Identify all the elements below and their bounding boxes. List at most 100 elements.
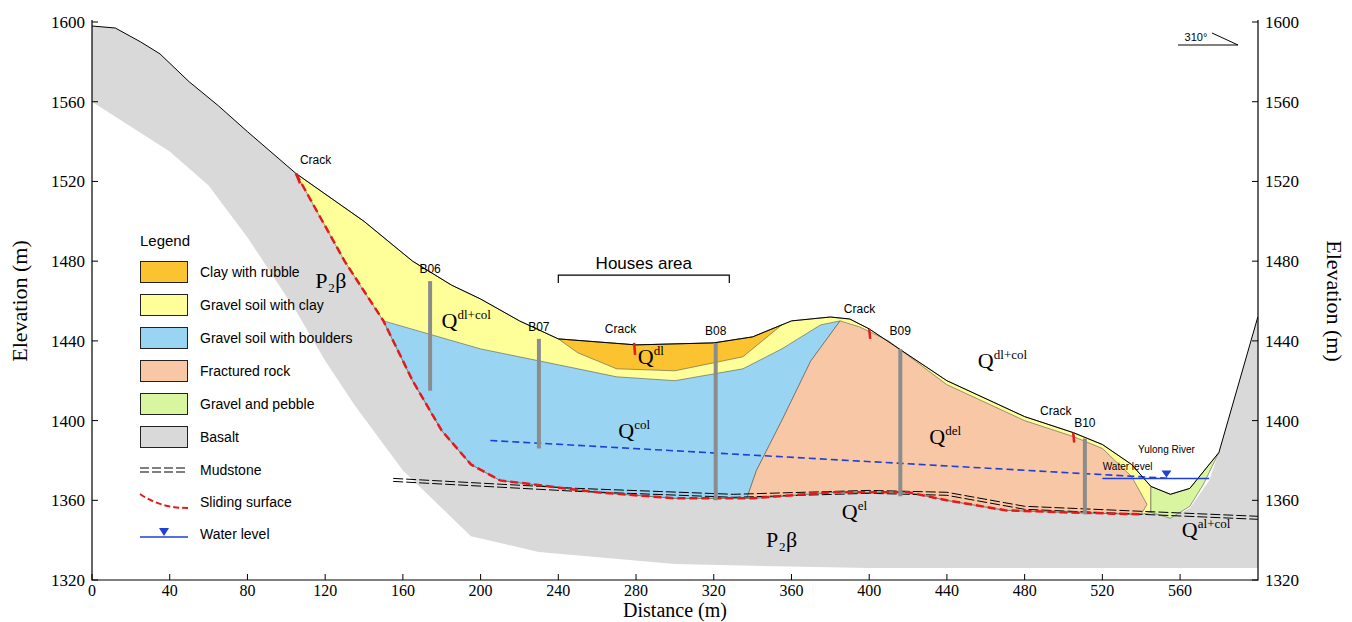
axis-value: 1520 <box>1265 173 1299 190</box>
axis-tick <box>92 574 93 580</box>
basalt <box>92 26 1258 568</box>
axis-value: 240 <box>546 583 570 599</box>
legend-sample <box>140 468 188 472</box>
unit-index: dl+col <box>994 347 1027 360</box>
axis-value: 1320 <box>51 572 85 589</box>
axis-tick <box>325 574 326 580</box>
legend-text: Gravel soil with clay <box>200 298 324 312</box>
axis-value: 120 <box>313 583 337 599</box>
azimuth-label: 310° <box>1185 32 1208 43</box>
gravel-soil-clay <box>296 174 1151 515</box>
axis-value: 1600 <box>51 14 85 31</box>
water-level-marker <box>1161 470 1171 477</box>
crack-mark <box>1073 433 1074 443</box>
axis-value: 1360 <box>1265 492 1299 509</box>
legend-sample <box>140 494 188 508</box>
crack-label: Crack <box>1040 405 1071 417</box>
borehole-label: B10 <box>1074 417 1095 429</box>
axis-tick <box>558 574 559 580</box>
crack-label: Crack <box>300 154 331 166</box>
legend-text: Fractured rock <box>200 364 290 378</box>
legend-text: Clay with rubble <box>200 265 300 279</box>
axis-tick <box>636 574 637 580</box>
unit-index: dl <box>654 343 664 356</box>
mudstone-line <box>393 481 1258 519</box>
unit-symbol: P <box>766 529 778 551</box>
legend-text: Gravel soil with boulders <box>200 331 353 345</box>
axis-value: 1320 <box>1265 572 1299 589</box>
borehole <box>537 339 541 449</box>
legend-text: Gravel and pebble <box>200 397 314 411</box>
axis-tick <box>92 22 1258 23</box>
unit-symbol: β <box>335 270 346 292</box>
legend-text: Sliding surface <box>200 495 292 509</box>
borehole-label: B08 <box>705 325 726 337</box>
legend-heading: Legend <box>140 233 190 248</box>
water-table <box>490 441 1170 479</box>
axis-tick <box>1102 574 1103 580</box>
axis-value: 280 <box>624 583 648 599</box>
axis-value: 1400 <box>1265 412 1299 429</box>
borehole-label: B07 <box>528 321 549 333</box>
axis-value: 1480 <box>51 253 85 270</box>
borehole <box>428 281 432 391</box>
axis-title: Elevation (m) <box>9 240 31 362</box>
water-level-line <box>1102 478 1209 480</box>
axis-title: Elevation (m) <box>1323 240 1345 362</box>
borehole-label: B09 <box>890 325 911 337</box>
legend-text: Water level <box>200 527 270 541</box>
axis-value: 1520 <box>51 173 85 190</box>
axis-value: 400 <box>857 583 881 599</box>
axis-value: 80 <box>239 583 255 599</box>
axis-value: 1440 <box>1265 332 1299 349</box>
legend-swatch <box>140 393 188 415</box>
houses-bracket <box>558 275 729 283</box>
axis-value: 1440 <box>51 332 85 349</box>
unit-index: dl+col <box>458 307 491 320</box>
legend-text: Basalt <box>200 430 239 444</box>
legend-sliding <box>140 494 188 508</box>
crack-mark <box>634 343 635 355</box>
axis-tick <box>92 101 1258 102</box>
axis-value: 1560 <box>1265 93 1299 110</box>
crack-mark <box>869 329 870 339</box>
unit-symbol: Q <box>978 350 994 372</box>
unit-symbol: Q <box>1182 519 1198 541</box>
axis-tick <box>791 574 792 580</box>
axis-value: 1480 <box>1265 253 1299 270</box>
axis-value: 1600 <box>1265 14 1299 31</box>
axis-tick <box>92 580 1258 581</box>
unit-index: 2 <box>779 540 786 553</box>
unit-symbol: Q <box>842 501 858 523</box>
axis-value: 360 <box>779 583 803 599</box>
crack-label: Crack <box>605 323 636 335</box>
axis-title: Distance (m) <box>623 600 727 620</box>
axis-value: 40 <box>162 583 178 599</box>
unit-index: el <box>858 499 867 512</box>
crack-label: Crack <box>844 303 875 315</box>
gravel-pebble <box>1151 453 1219 519</box>
legend-swatch <box>140 426 188 448</box>
borehole <box>1083 439 1087 515</box>
axis-value: 160 <box>391 583 415 599</box>
axis-tick <box>92 181 1258 182</box>
axis-value: 1400 <box>51 412 85 429</box>
legend-water-marker <box>159 528 169 536</box>
area-label: Houses area <box>596 255 692 272</box>
axis-value: 320 <box>702 583 726 599</box>
axis-value: 480 <box>1013 583 1037 599</box>
axis-tick <box>1024 574 1025 580</box>
borehole <box>714 343 718 500</box>
axis-value: 440 <box>935 583 959 599</box>
axis-value: 560 <box>1168 583 1192 599</box>
axis-tick <box>169 574 170 580</box>
fractured-rock <box>747 321 1147 514</box>
unit-symbol: Q <box>929 426 945 448</box>
axis-tick <box>480 574 481 580</box>
axis-tick <box>869 574 870 580</box>
unit-symbol: Q <box>638 346 654 368</box>
clay-rubble <box>558 325 782 371</box>
unit-symbol: β <box>786 529 797 551</box>
axis-tick <box>946 574 947 580</box>
legend-water <box>140 536 188 538</box>
